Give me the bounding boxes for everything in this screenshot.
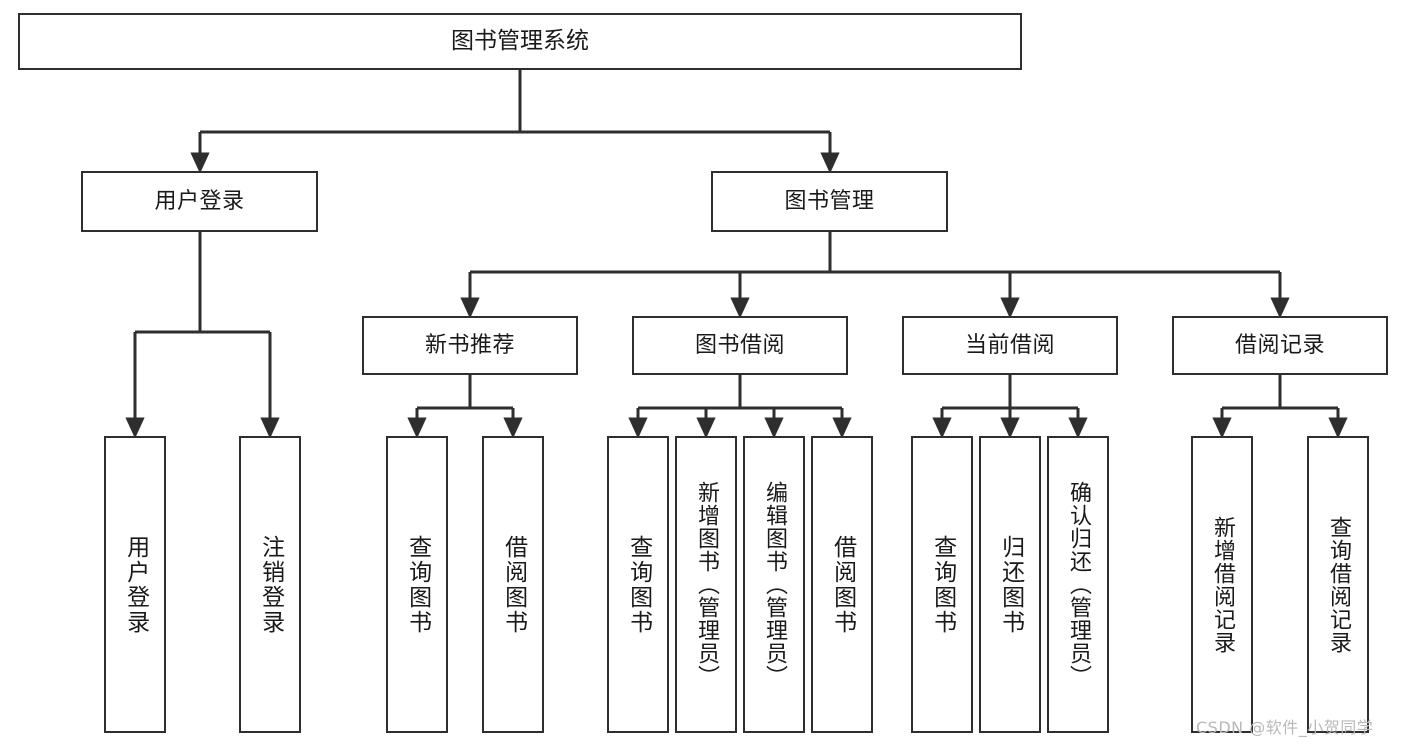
node-book-borrow[interactable]: 图书借阅 bbox=[632, 316, 848, 375]
node-leaf-query-book-3[interactable]: 查询图书 bbox=[911, 436, 973, 733]
node-leaf-return-book-label: 归还图书 bbox=[997, 534, 1024, 635]
node-leaf-query-book-2-label: 查询图书 bbox=[625, 534, 652, 635]
node-leaf-query-record-label: 查询借阅记录 bbox=[1325, 515, 1351, 654]
node-borrow-record[interactable]: 借阅记录 bbox=[1172, 316, 1388, 375]
node-root[interactable]: 图书管理系统 bbox=[18, 13, 1022, 70]
node-leaf-user-login-label: 用户登录 bbox=[122, 534, 149, 635]
node-leaf-borrow-book-2[interactable]: 借阅图书 bbox=[811, 436, 873, 733]
node-leaf-user-login[interactable]: 用户登录 bbox=[104, 436, 166, 733]
node-leaf-add-book[interactable]: 新增图书（管理员） bbox=[675, 436, 737, 733]
node-leaf-confirm-return[interactable]: 确认归还（管理员） bbox=[1047, 436, 1109, 733]
node-book-management[interactable]: 图书管理 bbox=[711, 171, 948, 232]
node-leaf-query-record[interactable]: 查询借阅记录 bbox=[1307, 436, 1369, 733]
node-book-management-label: 图书管理 bbox=[784, 188, 875, 214]
node-new-book-recommend-label: 新书推荐 bbox=[424, 332, 515, 358]
node-leaf-edit-book[interactable]: 编辑图书（管理员） bbox=[743, 436, 805, 733]
node-leaf-borrow-book-2-label: 借阅图书 bbox=[829, 534, 856, 635]
node-borrow-record-label: 借阅记录 bbox=[1234, 332, 1325, 358]
node-leaf-query-book-1-label: 查询图书 bbox=[404, 534, 431, 635]
node-leaf-return-book[interactable]: 归还图书 bbox=[979, 436, 1041, 733]
node-leaf-add-book-label: 新增图书（管理员） bbox=[693, 481, 719, 688]
node-leaf-logout-login[interactable]: 注销登录 bbox=[239, 436, 301, 733]
node-leaf-query-book-1[interactable]: 查询图书 bbox=[386, 436, 448, 733]
node-leaf-borrow-book-1-label: 借阅图书 bbox=[500, 534, 527, 635]
node-leaf-borrow-book-1[interactable]: 借阅图书 bbox=[482, 436, 544, 733]
node-leaf-add-record[interactable]: 新增借阅记录 bbox=[1191, 436, 1253, 733]
node-user-login[interactable]: 用户登录 bbox=[81, 171, 318, 232]
node-current-borrow-label: 当前借阅 bbox=[964, 332, 1055, 358]
node-leaf-confirm-return-label: 确认归还（管理员） bbox=[1065, 481, 1091, 688]
node-leaf-query-book-2[interactable]: 查询图书 bbox=[607, 436, 669, 733]
node-leaf-edit-book-label: 编辑图书（管理员） bbox=[761, 481, 787, 688]
node-user-login-label: 用户登录 bbox=[154, 188, 245, 214]
csdn-watermark: CSDN @软件_小贺同学 bbox=[1196, 718, 1374, 737]
node-leaf-query-book-3-label: 查询图书 bbox=[929, 534, 956, 635]
node-current-borrow[interactable]: 当前借阅 bbox=[902, 316, 1118, 375]
node-leaf-logout-login-label: 注销登录 bbox=[257, 534, 284, 635]
node-leaf-add-record-label: 新增借阅记录 bbox=[1209, 515, 1235, 654]
node-new-book-recommend[interactable]: 新书推荐 bbox=[362, 316, 578, 375]
node-root-label: 图书管理系统 bbox=[451, 27, 589, 54]
node-book-borrow-label: 图书借阅 bbox=[694, 332, 785, 358]
